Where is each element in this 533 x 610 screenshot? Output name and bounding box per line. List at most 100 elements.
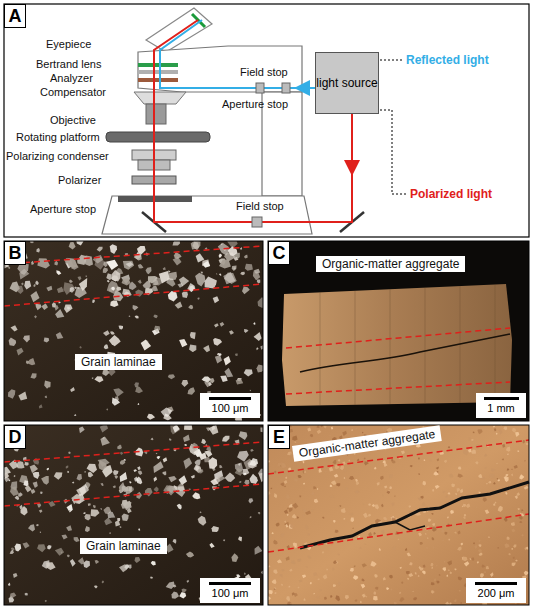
mineral-grain [191, 475, 195, 479]
mineral-grain [224, 368, 233, 377]
scale-line [209, 582, 251, 585]
mineral-grain [363, 503, 365, 505]
mineral-grain [460, 602, 462, 604]
mineral-grain [495, 501, 497, 503]
mineral-grain [248, 498, 253, 503]
mineral-grain [362, 594, 366, 598]
scale-bar: 100 μm [200, 393, 260, 418]
eyepiece-tube [146, 8, 212, 52]
mineral-grain [100, 437, 110, 446]
node-text: light source [316, 76, 377, 90]
mineral-grain [145, 488, 153, 497]
mineral-grain [284, 522, 289, 527]
mineral-grain [206, 427, 210, 431]
mineral-grain [488, 481, 491, 484]
mineral-grain [407, 578, 409, 580]
mineral-grain [79, 278, 87, 291]
mineral-grain [431, 590, 434, 594]
mineral-grain [41, 476, 49, 485]
mineral-grain [304, 598, 306, 601]
mineral-grain [55, 548, 64, 556]
mineral-grain [111, 270, 120, 282]
mineral-grain [197, 469, 203, 473]
scale-line [484, 397, 519, 400]
mineral-grain [431, 582, 435, 585]
mineral-grain [324, 597, 327, 600]
mineral-grain [290, 524, 294, 528]
mineral-grain [490, 572, 494, 577]
mineral-grain [268, 534, 272, 538]
mineral-grain [200, 511, 202, 513]
mineral-grain [448, 446, 450, 448]
mineral-grain [462, 557, 468, 562]
mineral-grain [172, 591, 180, 598]
mineral-grain [374, 467, 377, 470]
mineral-grain [136, 477, 142, 485]
mineral-grain [447, 560, 452, 565]
mineral-grain [257, 365, 264, 373]
panel-letter: B [4, 241, 26, 265]
mineral-grain [329, 434, 331, 436]
mineral-grain [134, 469, 138, 472]
part-label: Eyepiece [46, 38, 91, 50]
mineral-grain [511, 469, 513, 470]
node-text: 1 mm [487, 402, 515, 414]
mineral-grain [306, 566, 308, 568]
mineral-grain [102, 581, 104, 584]
scale-bar: 200 μm [466, 578, 526, 603]
mineral-grain [376, 566, 379, 569]
bertrand-lens [138, 63, 178, 67]
mineral-grain [244, 255, 248, 259]
mineral-grain [88, 503, 91, 506]
mineral-grain [515, 559, 518, 561]
mineral-grain [496, 463, 498, 464]
mineral-grain [503, 426, 507, 430]
node-text: C [273, 243, 286, 263]
mineral-grain [120, 452, 124, 455]
node-text: B [9, 243, 22, 263]
leader-line [380, 60, 404, 61]
mineral-grain [88, 472, 93, 478]
mineral-grain [17, 348, 24, 356]
fracture [300, 334, 510, 372]
mineral-grain [455, 493, 457, 495]
mineral-grain [473, 432, 475, 434]
mineral-grain [157, 456, 161, 459]
mineral-grain [129, 316, 131, 318]
mineral-grain [351, 518, 355, 523]
mineral-grain [287, 545, 290, 549]
analyzer-plate [138, 70, 178, 74]
mineral-grain [163, 471, 167, 475]
mineral-grain [507, 469, 510, 471]
mineral-grain [254, 269, 261, 274]
mineral-grain [33, 482, 38, 489]
mineral-grain [457, 547, 462, 551]
mineral-grain [62, 534, 68, 539]
mineral-grain [377, 482, 380, 486]
mineral-grain [168, 270, 170, 273]
annotation-box: Grain laminae [80, 538, 167, 554]
mineral-grain [291, 560, 296, 564]
mineral-grain [46, 468, 49, 471]
mineral-grain [70, 387, 75, 392]
mineral-grain [117, 444, 122, 449]
mineral-grain [362, 563, 367, 567]
mineral-grain [178, 283, 184, 288]
lamina-boundary [268, 514, 529, 552]
mineral-grain [92, 300, 95, 304]
mineral-grain [100, 425, 108, 433]
mineral-grain [186, 552, 194, 558]
mineral-grain [316, 596, 319, 599]
mineral-grain [457, 488, 461, 492]
mineral-grain [31, 373, 37, 378]
mineral-grain [332, 568, 334, 571]
mineral-grain [54, 261, 58, 266]
mineral-grain [517, 508, 520, 510]
mineral-grain [281, 584, 283, 586]
mineral-grain [129, 481, 131, 483]
mineral-grain [399, 592, 401, 594]
mineral-grain [314, 593, 315, 595]
mineral-grain [298, 475, 302, 478]
mineral-grain [435, 485, 440, 489]
mineral-grain [104, 518, 112, 526]
